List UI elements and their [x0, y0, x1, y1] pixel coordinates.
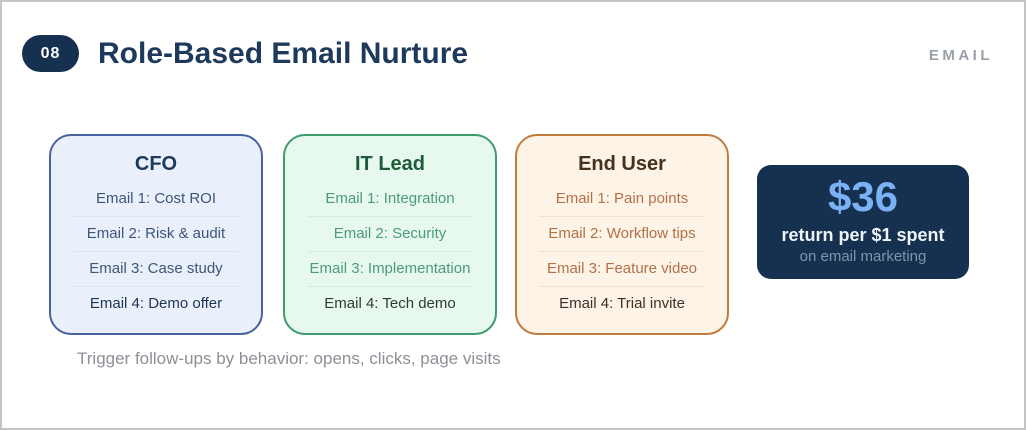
list-item: Email 1: Cost ROI: [95, 190, 217, 207]
list-item: Email 4: Trial invite: [539, 286, 705, 321]
list-item: Email 3: Case study: [73, 251, 239, 286]
it-lead-email-list: Email 1: Integration Email 2: Security E…: [307, 182, 473, 321]
list-item: Email 4: Tech demo: [307, 286, 473, 321]
list-item: Email 3: Feature video: [539, 251, 705, 286]
slide-number: 08: [40, 44, 61, 62]
cfo-card: CFO Email 1: Cost ROI Email 2: Risk & au…: [49, 134, 263, 335]
list-item: Email 2: Security: [307, 216, 473, 251]
it-lead-card: IT Lead Email 1: Integration Email 2: Se…: [283, 134, 497, 335]
cfo-card-title: CFO: [134, 153, 178, 175]
end-user-card-title: End User: [578, 153, 666, 175]
page-title: Role-Based Email Nurture: [98, 37, 469, 70]
cfo-email-list: Email 1: Cost ROI Email 2: Risk & audit …: [73, 182, 239, 321]
roi-stat-subcaption: on email marketing: [799, 248, 927, 265]
it-lead-card-title: IT Lead: [354, 153, 425, 175]
list-item: Email 1: Integration: [325, 190, 455, 207]
roi-stat-value: $36: [827, 173, 899, 220]
roi-stat-card: $36 return per $1 spent on email marketi…: [757, 165, 969, 279]
list-item: Email 4: Demo offer: [73, 286, 239, 321]
end-user-card: End User Email 1: Pain points Email 2: W…: [515, 134, 729, 335]
roi-stat-caption: return per $1 spent: [781, 225, 945, 245]
slide-number-badge: 08: [22, 35, 79, 72]
list-item: Email 1: Pain points: [555, 190, 689, 207]
list-item: Email 3: Implementation: [307, 251, 473, 286]
category-tag: EMAIL: [928, 47, 993, 64]
list-item: Email 2: Workflow tips: [539, 216, 705, 251]
list-item: Email 2: Risk & audit: [73, 216, 239, 251]
footer-note: Trigger follow-ups by behavior: opens, c…: [77, 349, 501, 368]
end-user-email-list: Email 1: Pain points Email 2: Workflow t…: [539, 182, 705, 321]
